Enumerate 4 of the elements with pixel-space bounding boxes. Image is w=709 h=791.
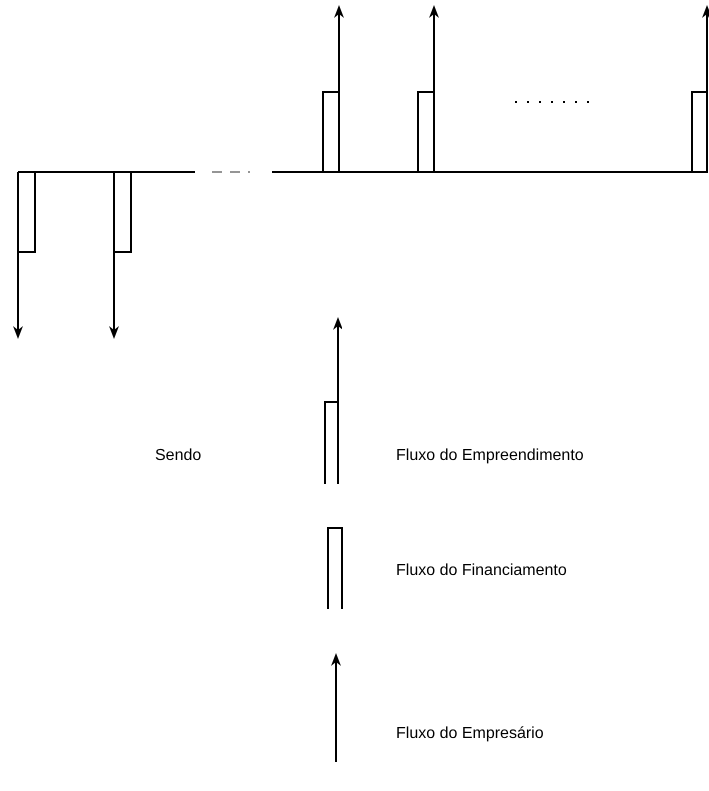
legend-text: Fluxo do Empreendimento [396,446,584,466]
label-text: Sendo [155,446,202,466]
legend-text: Fluxo do Financiamento [396,561,567,581]
legend-text: Fluxo do Empresário [396,724,544,744]
